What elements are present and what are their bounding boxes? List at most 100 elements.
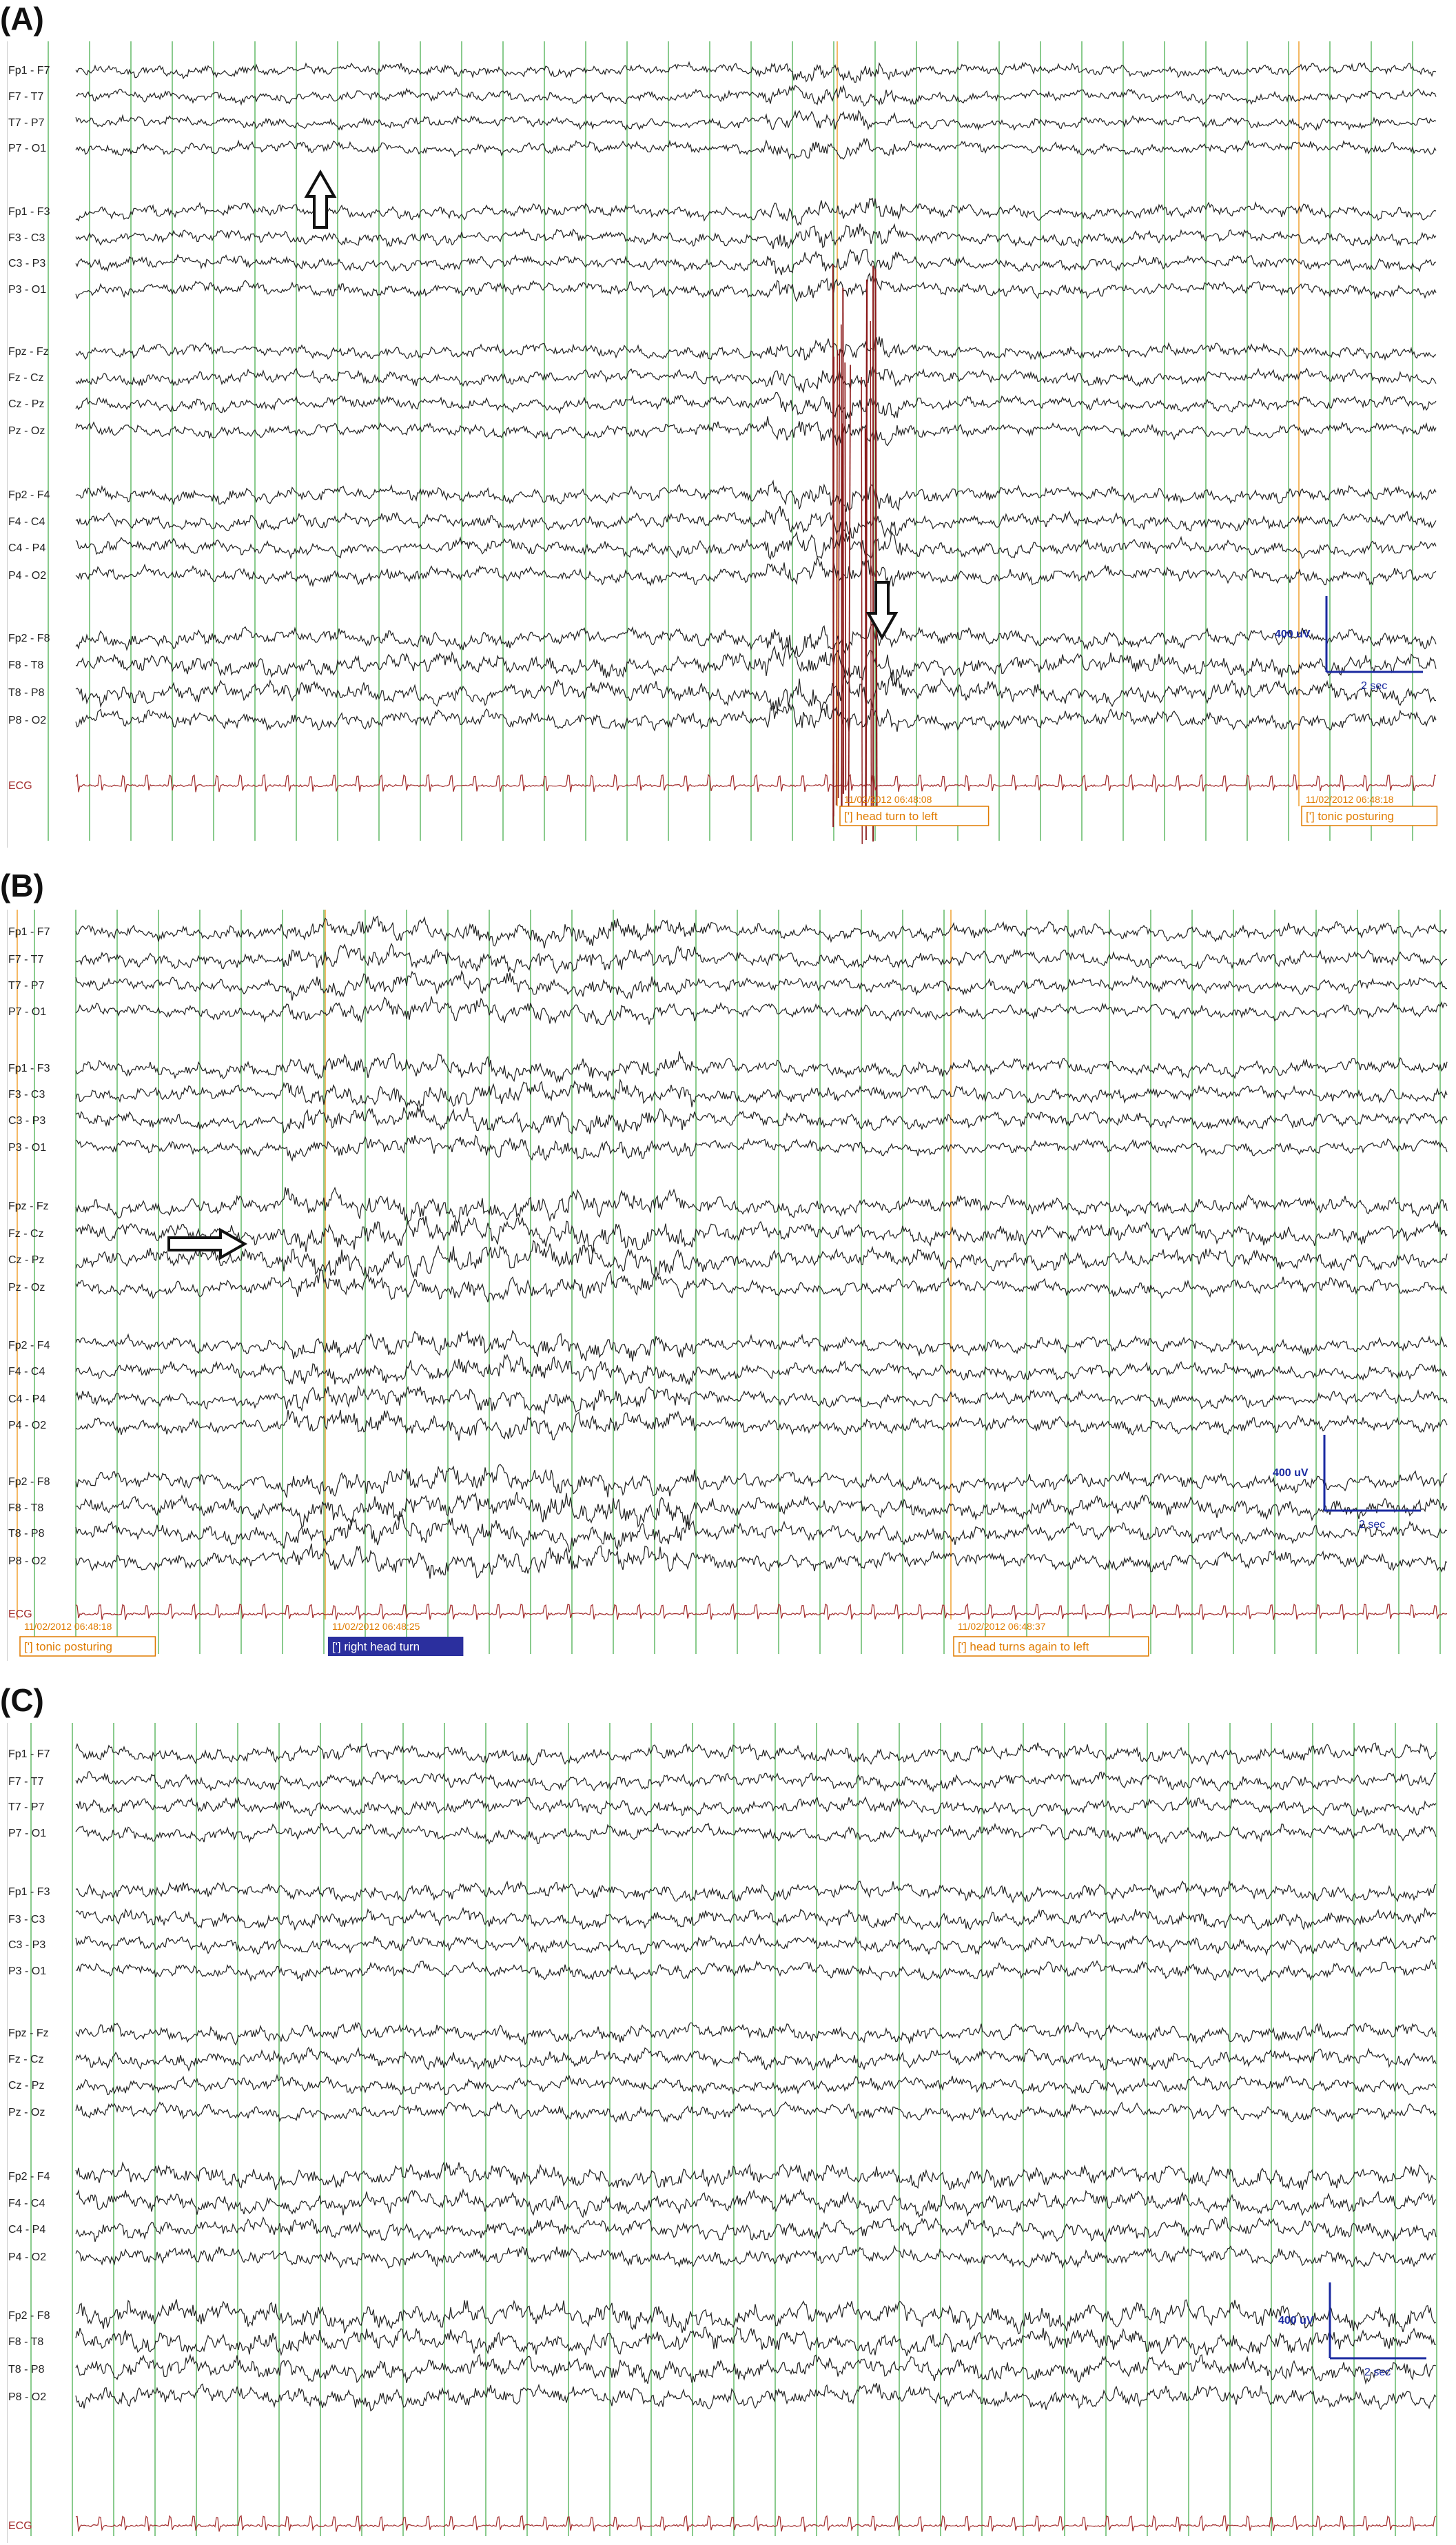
arrow-up-icon [304,169,337,229]
event-timestamp: 11/02/2012 06:48:08 [844,794,932,805]
channel-label: Fp2 - F8 [8,2310,50,2322]
channel-label: P8 - O2 [8,715,46,726]
trace-fp2-f8 [75,622,1437,657]
grid-lines [48,41,1413,841]
channel-label: Fz - Cz [8,1228,44,1240]
trace-fz-cz [75,2046,1437,2072]
channel-label: F4 - C4 [8,1366,45,1378]
event-timestamp: 11/02/2012 06:48:37 [958,1621,1046,1632]
channel-label: T7 - P7 [8,980,45,992]
trace-fpz-fz [75,2021,1437,2046]
eeg-traces [75,1742,1437,2532]
trace-p3-o1 [75,1959,1437,1983]
channel-label: P8 - O2 [8,2391,46,2403]
trace-pz-oz [75,416,1437,447]
event-annotation: 11/02/2012 06:48:18['] tonic posturing [19,1621,156,1657]
channel-label: P7 - O1 [8,1006,46,1018]
channel-label: Fz - Cz [8,372,44,384]
channel-label: ECG [8,2520,32,2532]
trace-f8-t8 [75,1491,1448,1528]
trace-fp2-f4 [75,479,1437,512]
trace-p4-o2 [75,556,1437,589]
event-label: ['] tonic posturing [24,1640,112,1653]
trace-p8-o2 [75,1543,1448,1579]
channel-label: F4 - C4 [8,516,45,528]
trace-cz-pz [75,2074,1437,2096]
channel-label: C4 - P4 [8,2224,45,2236]
trace-pz-oz [75,1269,1447,1302]
scale-time-label: 2 sec [1359,1519,1385,1531]
channel-label: F3 - C3 [8,232,45,244]
trace-c3-p3 [75,1933,1437,1956]
trace-t7-p7 [75,970,1448,1001]
trace-c4-p4 [75,1384,1448,1415]
trace-f3-c3 [75,1907,1437,1931]
event-label: ['] head turns again to left [958,1640,1089,1653]
trace-fp1-f3 [75,1880,1437,1903]
scale-bar: 400 uV 2 sec [1275,596,1423,692]
event-label-box [839,806,990,826]
trace-cz-pz [75,391,1437,419]
channel-label: Cz - Pz [8,2080,44,2092]
trace-c4-p4 [75,529,1437,560]
trace-f8-t8 [75,644,1437,686]
event-timestamp: 11/02/2012 06:48:18 [1306,794,1394,805]
event-label-box [328,1637,464,1656]
channel-label: P4 - O2 [8,2251,46,2263]
channel-label: P4 - O2 [8,570,46,582]
channel-label: Fpz - Fz [8,346,49,358]
scale-time-label: 2 sec [1361,680,1387,692]
trace-f4-c4 [75,1353,1448,1385]
trace-t8-p8 [75,672,1437,719]
trace-t8-p8 [75,2353,1437,2385]
trace-p3-o1 [75,1134,1448,1162]
panel-label-b: (B) [0,868,44,903]
channel-label: P3 - O1 [8,284,46,296]
channel-label: Fp2 - F8 [8,633,50,644]
channel-label: Pz - Oz [8,425,45,437]
channel-label: Fp2 - F4 [8,489,50,501]
trace-p7-o1 [75,137,1437,160]
artifact-stroke [837,349,841,798]
eeg-traces [75,61,1437,793]
artifact-stroke [832,265,834,817]
channel-label: ECG [8,780,32,792]
artifact-stroke [841,423,843,810]
trace-fp2-f4 [75,1329,1448,1362]
artifact-stroke [864,428,867,841]
channel-label: F7 - T7 [8,91,43,103]
channel-label: T8 - P8 [8,2364,45,2375]
channel-label: ECG [8,1608,32,1620]
trace-cz-pz [75,1239,1448,1279]
artifact-stroke [848,365,851,821]
event-label: ['] head turn to left [844,810,938,823]
panel-label-c: (C) [0,1682,44,1718]
trace-fpz-fz [75,336,1437,361]
trace-fz-cz [75,1216,1448,1254]
trace-fp1-f3 [75,1051,1448,1083]
scale-amplitude-label: 400 uV [1273,1467,1309,1479]
scale-bar: 400 uV2 sec [1278,2282,1426,2378]
trace-fp2-f4 [75,2161,1437,2191]
trace-fp1-f3 [75,197,1437,226]
artifact-stroke [835,350,838,806]
grid-lines [30,1723,1437,2536]
channel-label: P8 - O2 [8,1555,46,1567]
channel-label: Fz - Cz [8,2054,44,2065]
artifact-stroke [861,377,863,844]
trace-c4-p4 [75,2216,1437,2243]
trace-t8-p8 [75,1514,1448,1553]
event-label: ['] tonic posturing [1306,810,1394,823]
channel-label: P7 - O1 [8,143,46,154]
trace-t7-p7 [75,110,1437,131]
artifact-stroke [874,268,878,810]
movement-artifact [832,265,878,844]
channel-label: F8 - T8 [8,2336,43,2348]
scale-amplitude-label: 400 uV [1275,628,1311,640]
channel-label: P3 - O1 [8,1965,46,1977]
trace-c3-p3 [75,1106,1448,1135]
